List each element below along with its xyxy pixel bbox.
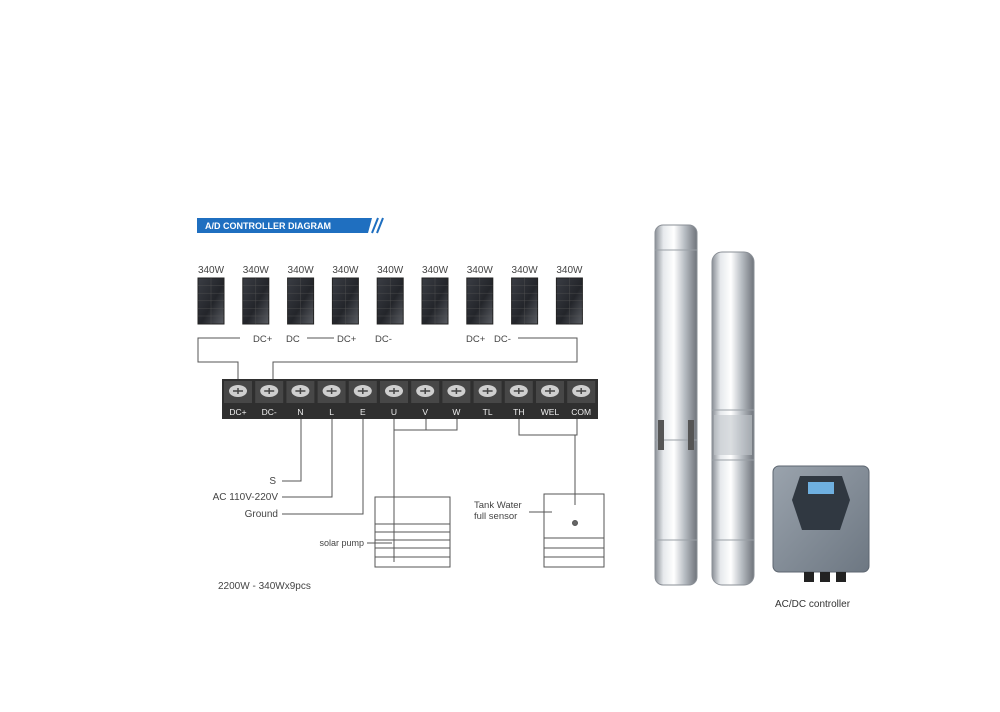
terminal-label: TL [483, 407, 493, 417]
solar-panel: 340W [287, 265, 315, 325]
panel-wattage: 340W [467, 265, 494, 276]
terminal-label: L [329, 407, 334, 417]
ac-dc-controller: AC/DC controller [772, 465, 870, 610]
wiring-label: DC- [375, 334, 392, 345]
solar-panel: 340W [511, 265, 539, 325]
wiring-label: DC- [494, 334, 511, 345]
solar-panel: 340W [242, 265, 270, 325]
terminal: DC+ [224, 381, 252, 417]
terminal-label: WEL [541, 407, 560, 417]
terminal: U [380, 381, 408, 417]
diagram-header: A/D CONTROLLER DIAGRAM [197, 217, 384, 234]
controller-label: AC/DC controller [775, 599, 851, 610]
terminal: COM [567, 381, 596, 417]
wiring-label: DC+ [337, 334, 357, 345]
sensor-label-line2: full sensor [474, 511, 517, 522]
terminal-label: U [391, 407, 397, 417]
solar-panel: 340W [331, 265, 359, 325]
terminal: TH [504, 381, 533, 417]
terminal-label: W [452, 407, 460, 417]
system-spec: 2200W - 340Wx9pcs [218, 581, 311, 592]
solar-panel: 340W [555, 265, 583, 325]
terminal-label: DC- [262, 407, 277, 417]
solar-panel: 340W [376, 265, 404, 325]
panel-wattage: 340W [422, 265, 449, 276]
solar-panel: 340W [197, 265, 225, 325]
submersible-pump-large [654, 224, 698, 586]
wiring-label: DC [286, 334, 300, 345]
panel-wattage: 340W [512, 265, 539, 276]
panel-wattage: 340W [377, 265, 404, 276]
s-label: S [269, 476, 276, 487]
lower-wiring [282, 419, 605, 568]
ac-label: AC 110V-220V [213, 492, 279, 503]
sensor-label-line1: Tank Water [474, 500, 522, 511]
terminal: WEL [536, 381, 564, 417]
terminal-label: V [422, 407, 428, 417]
panel-wattage: 340W [288, 265, 315, 276]
panel-wattage: 340W [556, 265, 583, 276]
terminal-label: COM [571, 407, 591, 417]
terminal: N [286, 381, 315, 417]
ground-label: Ground [245, 509, 278, 520]
lower-labels: S AC 110V-220V Ground solar pump Tank Wa… [213, 476, 522, 592]
terminal-label: E [360, 407, 366, 417]
terminal-label: DC+ [229, 407, 246, 417]
terminal: W [442, 381, 471, 417]
submersible-pump-small [711, 251, 755, 586]
panel-wattage: 340W [243, 265, 270, 276]
solar-panel: 340W [466, 265, 494, 325]
diagram-title: A/D CONTROLLER DIAGRAM [205, 221, 331, 231]
wiring-label: DC+ [253, 334, 273, 345]
terminal: TL [473, 381, 502, 417]
terminal-label: TH [513, 407, 524, 417]
solar-panel-array: 340W 340W 340W 340W 340W 340W 340W 340W 340W [197, 265, 583, 325]
terminal: L [317, 381, 346, 417]
terminal-strip: DC+ DC- N L E U V W TL TH WEL COM [222, 379, 598, 419]
terminal: E [348, 381, 377, 417]
panel-wattage: 340W [198, 265, 225, 276]
solar-pump-label: solar pump [319, 538, 364, 548]
panel-wattage: 340W [332, 265, 359, 276]
terminal: V [411, 381, 440, 417]
terminal: DC- [255, 381, 284, 417]
controller-display [808, 482, 834, 494]
wiring-label: DC+ [466, 334, 486, 345]
terminal-label: N [297, 407, 303, 417]
solar-panel: 340W [421, 265, 449, 325]
panel-wiring: DC+ DC DC+ DC- DC+ DC- [197, 334, 578, 380]
